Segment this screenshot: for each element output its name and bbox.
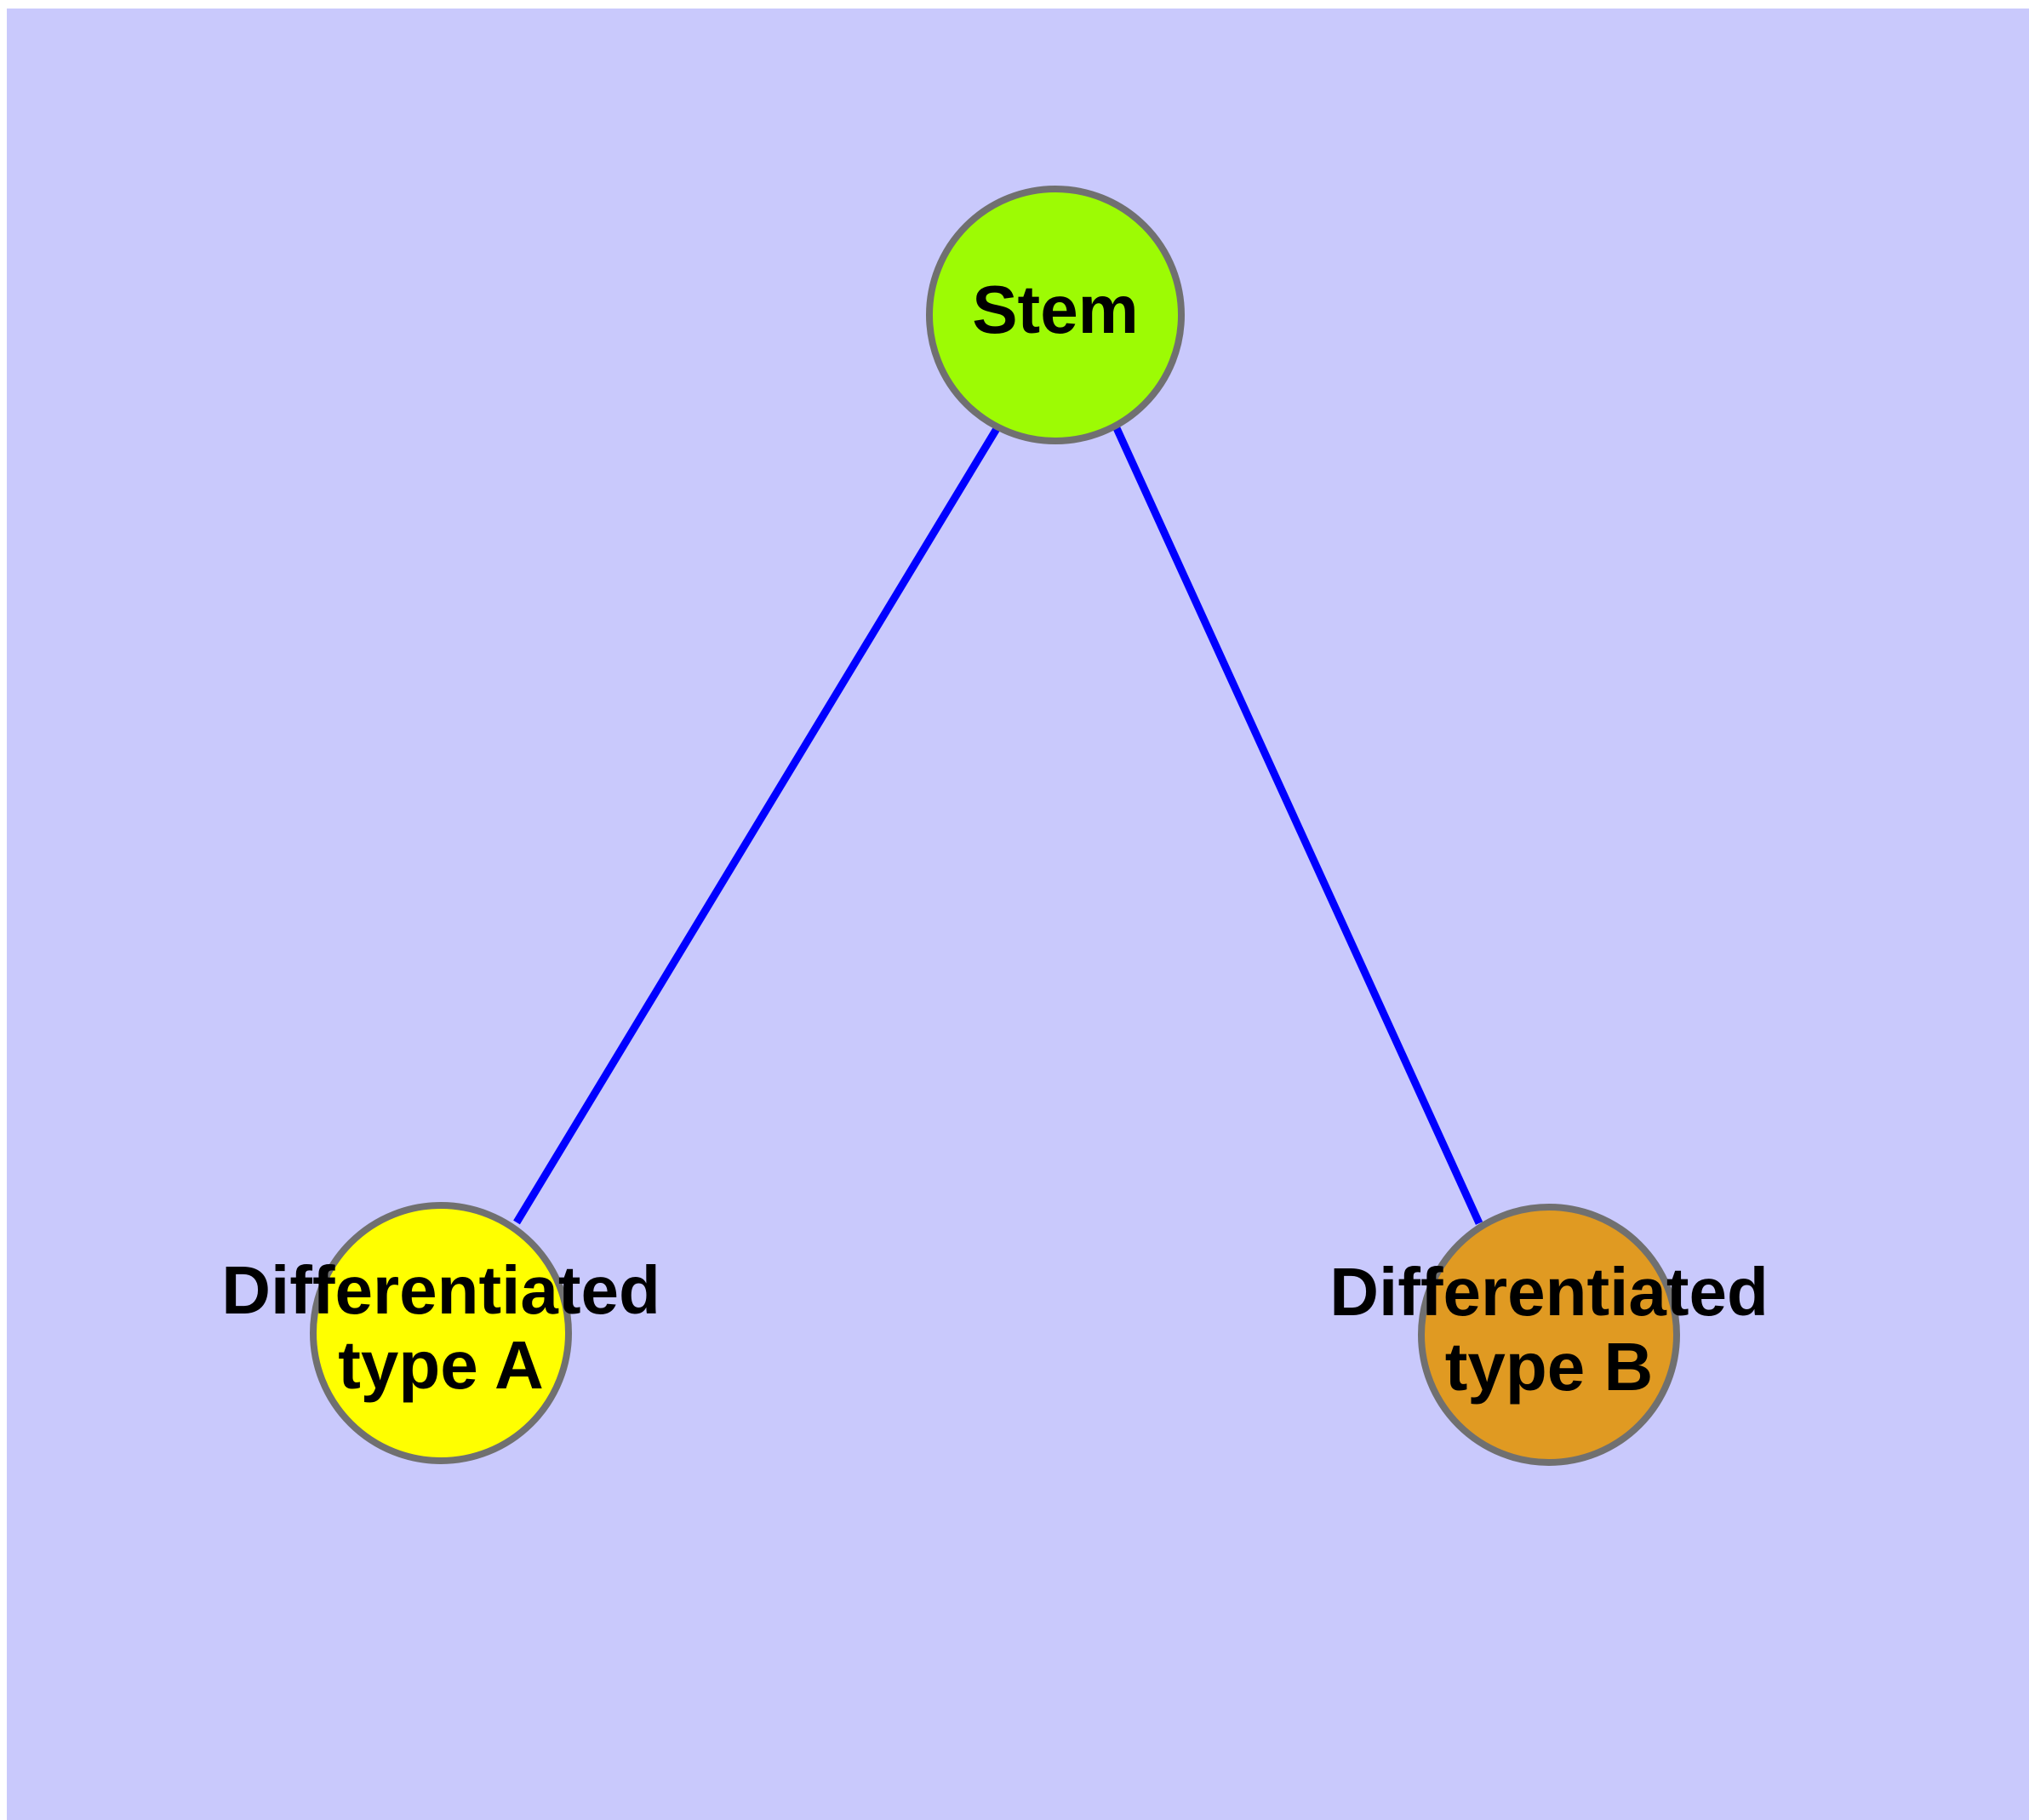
graph-node-stem[interactable]: Stem [926, 186, 1185, 444]
graph-edge[interactable] [1112, 426, 1483, 1225]
node-label-line: Stem [972, 272, 1139, 347]
node-circle-diff_a[interactable] [310, 1202, 572, 1464]
node-label-line: Differentiated [1329, 1254, 1769, 1330]
node-circle-stem[interactable] [926, 186, 1185, 444]
node-label-stem: Stem [972, 272, 1139, 347]
node-label-line: type B [1445, 1329, 1654, 1405]
node-circle-diff_b[interactable] [1418, 1204, 1680, 1466]
edge-layer [513, 425, 1483, 1225]
graph-edge[interactable] [513, 425, 1001, 1225]
node-label-line: type A [338, 1327, 544, 1403]
node-label-line: Differentiated [221, 1252, 660, 1328]
